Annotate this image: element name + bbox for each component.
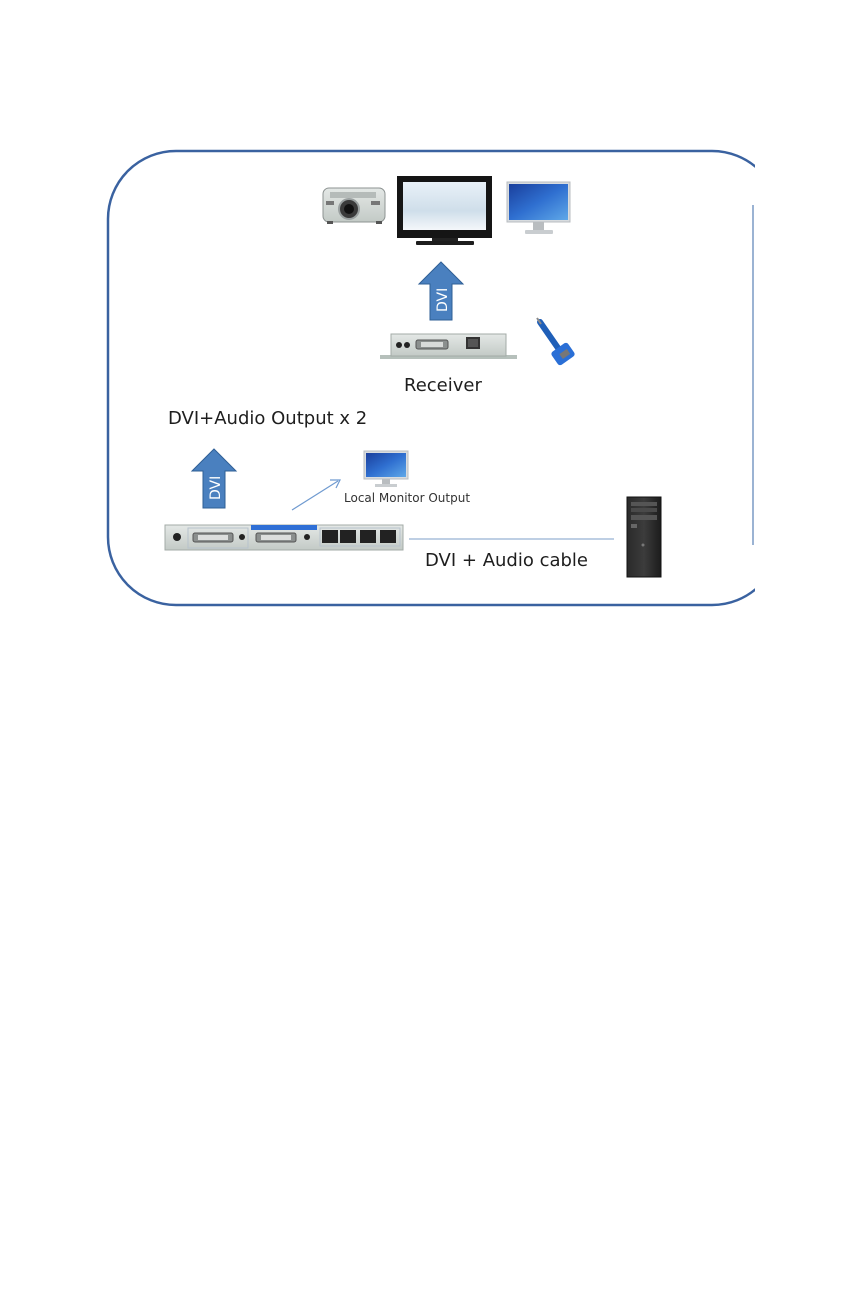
dvi-arrow-receiver: DVI [417, 261, 465, 321]
pc-tower-icon [626, 496, 662, 578]
dvi-arrow-output: DVI [190, 448, 238, 509]
dvi-arrow-receiver-label: DVI [435, 288, 451, 312]
local-monitor-icon [363, 450, 409, 487]
local-monitor-arrow [291, 479, 341, 511]
dvi-arrow-output-label: DVI [208, 476, 224, 500]
transmitter-device-icon [164, 524, 404, 551]
dvi-audio-cable-label: DVI + Audio cable [425, 550, 589, 571]
dvi-audio-output-label: DVI+Audio Output x 2 [168, 408, 368, 429]
rj45-adapter-icon [536, 317, 575, 366]
local-monitor-output-label: Local Monitor Output [344, 491, 471, 505]
receiver-device-icon [380, 333, 517, 359]
lcd-monitor-icon [506, 181, 571, 234]
diagram-frame [106, 149, 755, 607]
projector-icon [322, 187, 386, 224]
receiver-label: Receiver [404, 375, 482, 396]
lcd-tv-icon [397, 176, 492, 245]
